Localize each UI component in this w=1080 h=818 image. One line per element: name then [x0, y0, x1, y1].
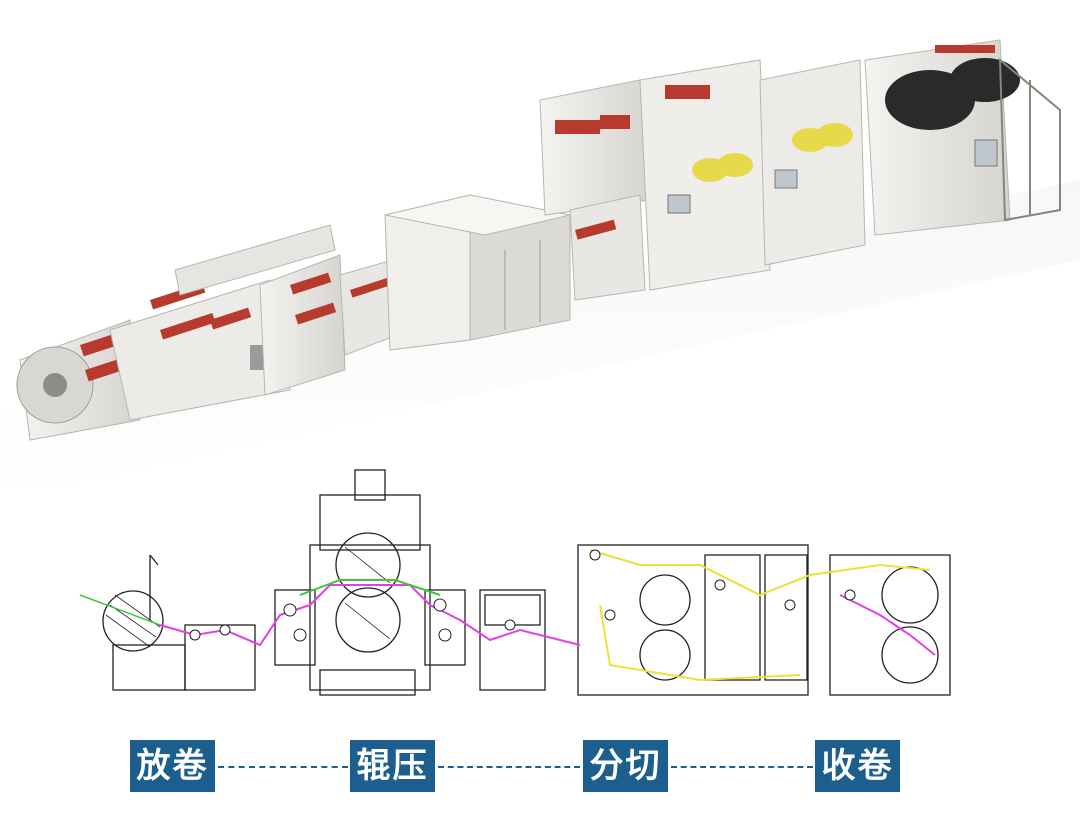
stage-connector: [218, 766, 348, 768]
stage-slitting-label: 分切: [583, 740, 668, 792]
stage-rewind-label: 收卷: [815, 740, 900, 792]
production-line-render: [0, 39, 1080, 500]
process-stage-row: 放卷 辊压 分切 收卷: [0, 740, 1080, 795]
stage-connector: [671, 766, 813, 768]
slitting-machine: [539, 59, 866, 301]
stage-connector: [438, 766, 580, 768]
unwinder-machine: [16, 224, 336, 441]
schematic-unwinder: [102, 554, 256, 691]
stage-calender-label: 辊压: [350, 740, 435, 792]
machine-schematic: [79, 469, 951, 696]
oven-unit: [384, 194, 571, 351]
schematic-slitter: [577, 544, 809, 696]
rewinder-machine: [864, 39, 1061, 236]
schematic-rewinder: [829, 554, 951, 696]
stage-unwind-label: 放卷: [130, 740, 215, 792]
schematic-calender: [274, 469, 466, 696]
